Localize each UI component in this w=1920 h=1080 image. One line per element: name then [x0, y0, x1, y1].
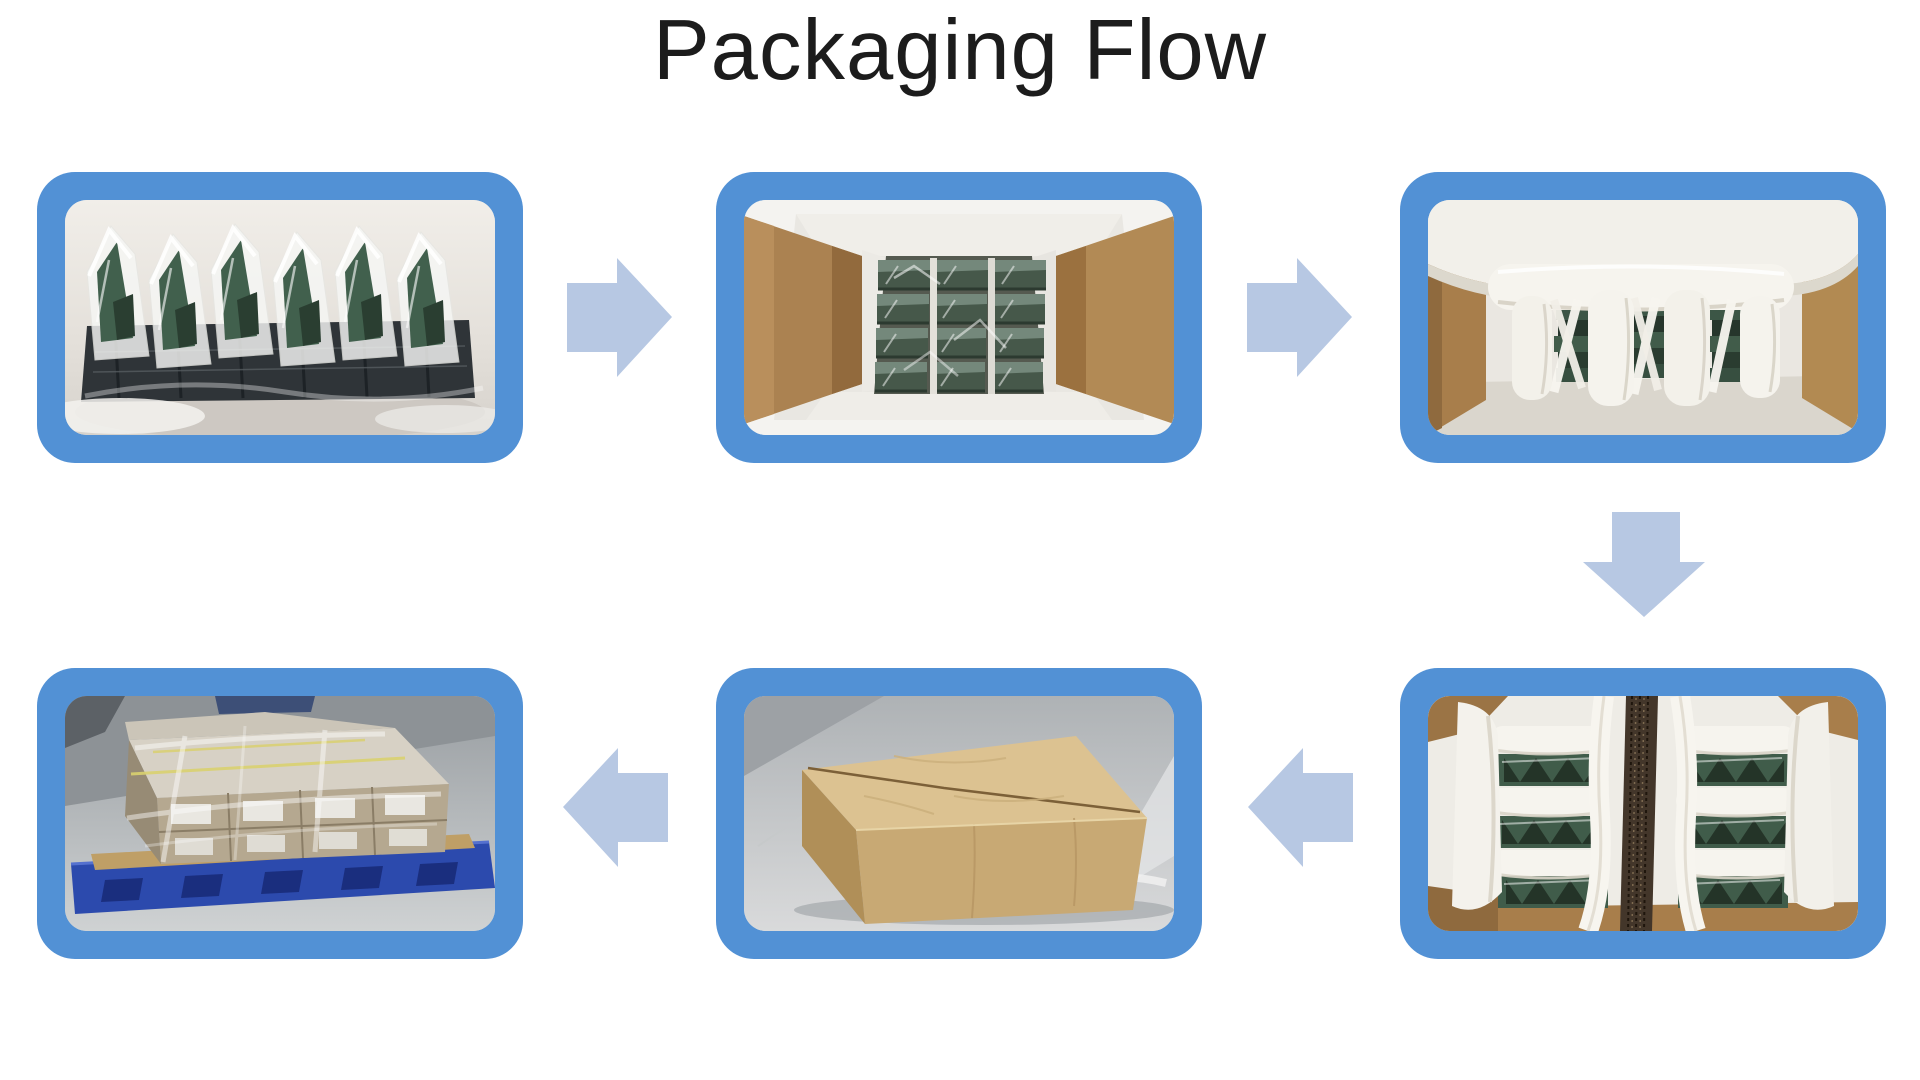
- sealed-carton-photo: [744, 696, 1174, 931]
- step-1-frame: [37, 172, 523, 463]
- left-arrow-icon: [563, 748, 668, 867]
- step-6-frame: [37, 668, 523, 959]
- right-arrow-icon: [567, 258, 672, 377]
- stretch-wrapped-pallet-illustration: [65, 696, 495, 931]
- step-2-frame: [716, 172, 1202, 463]
- foam-tubes-packed-illustration: [1428, 696, 1858, 931]
- sealed-carton-illustration: [744, 696, 1174, 931]
- step-4-frame: [1400, 668, 1886, 959]
- step-5-frame: [716, 668, 1202, 959]
- left-arrow-icon: [1248, 748, 1353, 867]
- arrow-step3-to-step4: [1583, 512, 1705, 617]
- carton-loading-illustration: [744, 200, 1174, 435]
- arrow-step5-to-step6: [563, 748, 668, 867]
- foam-padding-illustration: [1428, 200, 1858, 435]
- foam-tubes-packed-photo: [1428, 696, 1858, 931]
- bagged-pcbs-photo: [65, 200, 495, 435]
- step-3-frame: [1400, 172, 1886, 463]
- down-arrow-icon: [1583, 512, 1705, 617]
- arrow-step4-to-step5: [1248, 748, 1353, 867]
- page-title: Packaging Flow: [652, 3, 1268, 98]
- stretch-wrapped-pallet-photo: [65, 696, 495, 931]
- arrow-step2-to-step3: [1247, 258, 1352, 377]
- right-arrow-icon: [1247, 258, 1352, 377]
- foam-padding-photo: [1428, 200, 1858, 435]
- bagged-pcbs-illustration: [65, 200, 495, 435]
- arrow-step1-to-step2: [567, 258, 672, 377]
- carton-loading-photo: [744, 200, 1174, 435]
